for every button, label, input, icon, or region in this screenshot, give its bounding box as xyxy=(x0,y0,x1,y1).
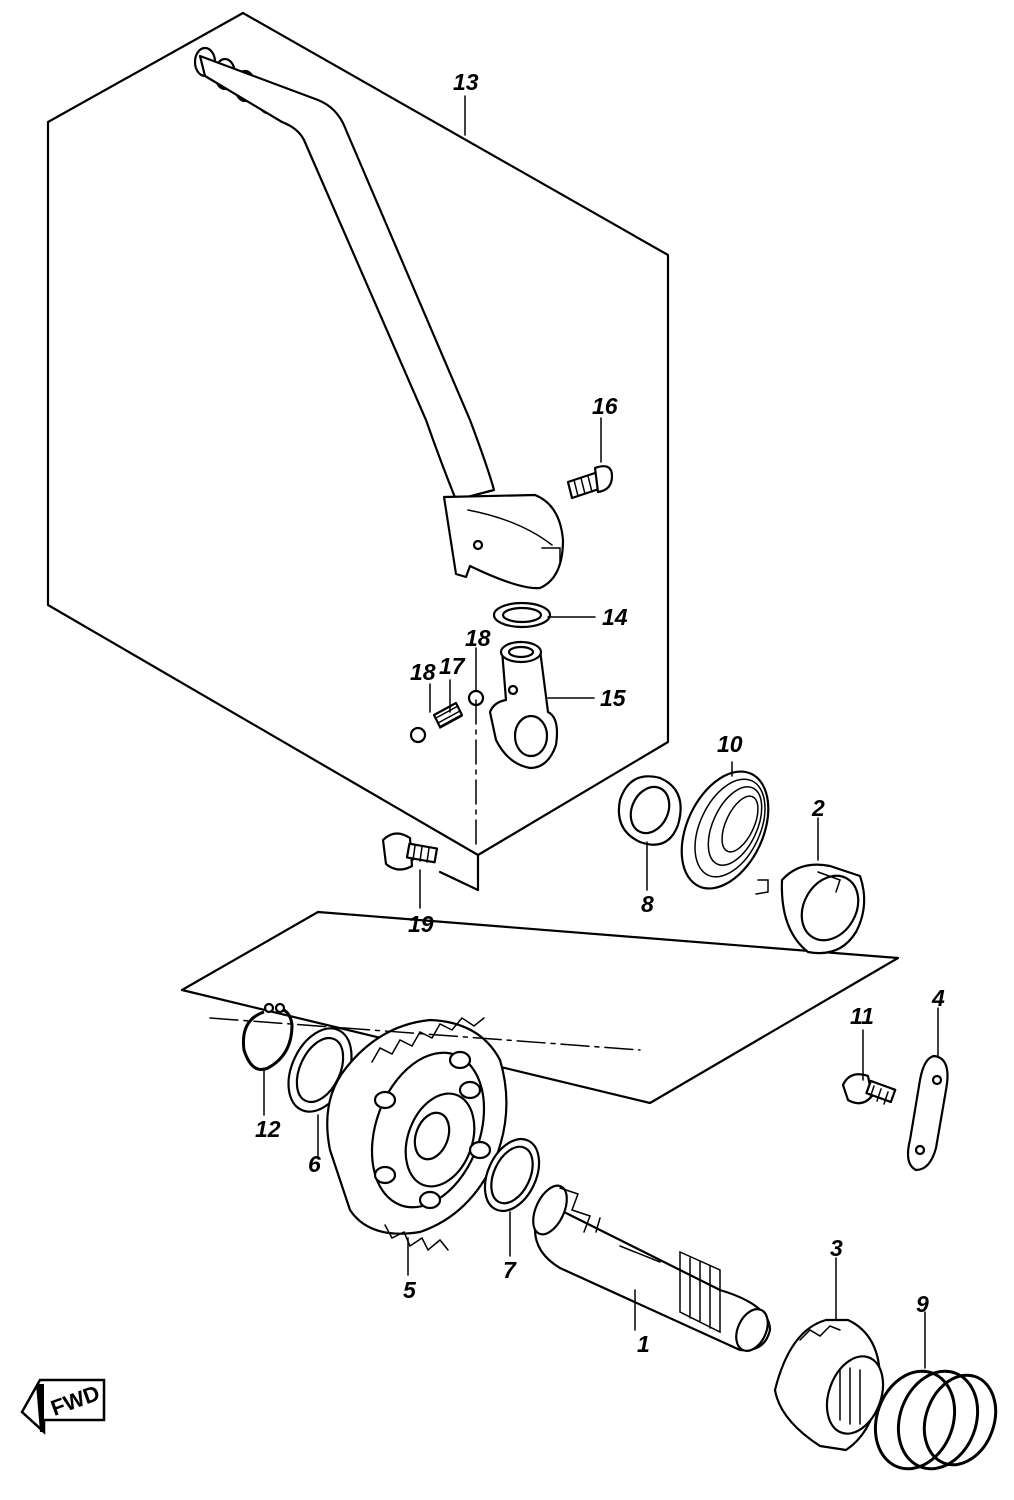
callout-2: 2 xyxy=(811,795,825,821)
washer xyxy=(492,601,552,629)
callout-4: 4 xyxy=(931,985,945,1011)
flange-bolt xyxy=(381,832,439,871)
kick-return-spring xyxy=(680,770,770,895)
callout-7: 7 xyxy=(503,1257,517,1283)
stopper-plate xyxy=(906,1054,949,1172)
callout-8: 8 xyxy=(641,891,654,917)
kick-joint xyxy=(488,640,559,770)
callout-18-right: 18 xyxy=(465,625,491,651)
callout-13: 13 xyxy=(453,69,479,95)
callout-12: 12 xyxy=(255,1116,281,1142)
fwd-direction-badge: FWD xyxy=(20,1378,106,1435)
leader-lines xyxy=(209,95,939,1369)
ratchet-spring xyxy=(873,1369,998,1471)
callout-labels: 1 2 3 4 5 6 7 8 9 10 11 12 13 14 15 16 1… xyxy=(255,69,945,1357)
kick-starter-shaft xyxy=(532,1184,772,1352)
circlip xyxy=(241,1002,294,1071)
callout-14: 14 xyxy=(602,604,628,630)
callout-15: 15 xyxy=(600,685,627,711)
kick-lever xyxy=(193,46,565,590)
callout-16: 16 xyxy=(592,393,618,419)
ratchet xyxy=(773,1318,885,1452)
callout-11: 11 xyxy=(850,1003,874,1029)
oil-seal xyxy=(617,775,682,846)
detent-ball-left xyxy=(409,726,427,744)
kick-lever-assembly-frame xyxy=(46,11,670,892)
stopper-bolt xyxy=(841,1073,897,1105)
kick-gear xyxy=(326,1017,508,1252)
callout-19: 19 xyxy=(408,911,434,937)
callout-17: 17 xyxy=(439,653,466,679)
detent-spring xyxy=(432,701,464,729)
callout-10: 10 xyxy=(717,731,743,757)
callout-1: 1 xyxy=(637,1331,650,1357)
callout-5: 5 xyxy=(403,1277,417,1303)
callout-6: 6 xyxy=(308,1151,321,1177)
lever-bolt xyxy=(566,465,614,500)
spring-guide xyxy=(780,863,866,955)
callout-9: 9 xyxy=(916,1291,929,1317)
shaft-washer xyxy=(483,1137,541,1213)
callout-3: 3 xyxy=(830,1235,843,1261)
callout-18-left: 18 xyxy=(410,659,436,685)
